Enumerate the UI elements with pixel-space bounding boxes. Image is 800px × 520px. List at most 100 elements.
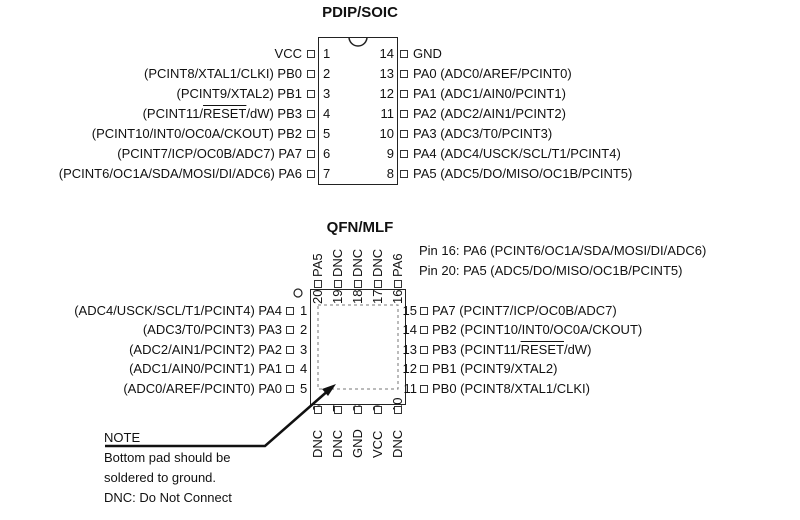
pdip-pin-number: 10 (379, 126, 394, 141)
qfn-left-pin-number: 1 (300, 303, 308, 318)
qfn-bottom-pin-label: DNC (310, 429, 325, 458)
qfn-pin-pad (286, 346, 294, 354)
qfn-pin-pad (420, 346, 428, 354)
pdip-pin-pad (400, 170, 408, 178)
qfn-right-pin-number: 11 (403, 381, 418, 396)
pdip-title: PDIP/SOIC (322, 4, 398, 21)
pdip-pin-number: 1 (323, 46, 331, 61)
qfn-right-pin-label: PB2 (PCINT10/INT0/OC0A/CKOUT) (432, 322, 643, 337)
qfn-top-pin-number: 17 (370, 289, 385, 304)
qfn-left-pin-number: 2 (300, 322, 308, 337)
pdip-pin-label: (PCINT9/XTAL2) PB1 (176, 86, 302, 101)
pdip-pin-pad (307, 90, 315, 98)
pdip-pin-pad (400, 130, 408, 138)
pdip-pin-number: 5 (323, 126, 331, 141)
pdip-pin-pad (307, 70, 315, 78)
qfn-pin-pad (286, 365, 294, 373)
qfn-right-pin-label: PB0 (PCINT8/XTAL1/CLKI) (432, 381, 590, 396)
pdip-pin-label: PA0 (ADC0/AREF/PCINT0) (413, 66, 572, 81)
pdip-pin-pad (400, 150, 408, 158)
qfn-bottom-pin-label: GND (350, 429, 365, 458)
pdip-pin-number: 12 (379, 86, 394, 101)
pdip-pin-number: 13 (379, 66, 394, 81)
qfn-pin16-note: Pin 16: PA6 (PCINT6/OC1A/SDA/MOSI/DI/ADC… (419, 243, 707, 258)
qfn-bottom-pin-label: DNC (390, 429, 405, 458)
qfn-bottom-pin-label: VCC (370, 430, 385, 458)
pdip-pin-label: (PCINT8/XTAL1/CLKI) PB0 (144, 66, 302, 81)
qfn-pin-pad (374, 280, 382, 288)
pdip-pin-label: PA1 (ADC1/AIN0/PCINT1) (413, 86, 566, 101)
label-overlined: RESET (203, 106, 247, 121)
qfn-pin-pad (394, 406, 402, 414)
qfn-left-pin-label: (ADC2/AIN1/PCINT2) PA2 (129, 342, 282, 357)
qfn-right-pin-label: PB3 (PCINT11/RESET/dW) (432, 342, 591, 357)
qfn-top-pin-number: 20 (310, 289, 325, 304)
pdip-pin-number: 6 (323, 146, 331, 161)
qfn-pin-pad (286, 326, 294, 334)
qfn-pin-pad (420, 365, 428, 373)
qfn-left-pin-number: 4 (300, 361, 308, 376)
pdip-pin-pad (400, 70, 408, 78)
qfn-pin-pad (286, 385, 294, 393)
note-line-2: soldered to ground. (104, 470, 217, 485)
pdip-pin-label: (PCINT6/OC1A/SDA/MOSI/DI/ADC6) PA6 (58, 166, 302, 181)
qfn-left-pin-label: (ADC4/USCK/SCL/T1/PCINT4) PA4 (74, 303, 282, 318)
pdip-pin-pad (307, 130, 315, 138)
pdip-pin-label: PA5 (ADC5/DO/MISO/OC1B/PCINT5) (413, 166, 633, 181)
pdip-pin-number: 8 (386, 166, 394, 181)
qfn-pin1-marker (293, 288, 303, 298)
qfn-pin-pad (334, 406, 342, 414)
qfn-pin-pad (314, 280, 322, 288)
pdip-pin-number: 9 (386, 146, 394, 161)
pdip-pin-number: 2 (323, 66, 331, 81)
pdip-pin-label: (PCINT7/ICP/OC0B/ADC7) PA7 (117, 146, 302, 161)
qfn-right-pin-label: PB1 (PCINT9/XTAL2) (432, 361, 558, 376)
note-leader-line (105, 388, 331, 448)
pdip-pin-number: 14 (379, 46, 394, 61)
label-overlined: RESET (520, 342, 564, 357)
qfn-top-pin-label: PA5 (310, 253, 325, 277)
qfn-bottom-pin-label: DNC (330, 429, 345, 458)
qfn-left-pin-number: 3 (300, 342, 308, 357)
pdip-pin-pad (307, 50, 315, 58)
qfn-title: QFN/MLF (326, 219, 394, 236)
qfn-pin-pad (354, 280, 362, 288)
qfn-right-pin-label: PA7 (PCINT7/ICP/OC0B/ADC7) (432, 303, 617, 318)
qfn-exposed-pad-outline (317, 304, 399, 390)
qfn-left-pin-label: (ADC0/AREF/PCINT0) PA0 (123, 381, 282, 396)
qfn-top-pin-label: DNC (350, 248, 365, 277)
qfn-pin-pad (394, 280, 402, 288)
note-heading: NOTE (104, 430, 141, 445)
qfn-right-pin-number: 15 (402, 303, 417, 318)
qfn-pin-pad (420, 385, 428, 393)
pdip-pin-number: 3 (323, 86, 331, 101)
pdip-pin-pad (400, 90, 408, 98)
qfn-right-pin-number: 12 (402, 361, 417, 376)
qfn-top-pin-number: 16 (390, 289, 405, 304)
pdip-pin-number: 11 (380, 106, 395, 121)
pdip-pin-pad (400, 50, 408, 58)
qfn-top-pin-number: 18 (350, 289, 365, 304)
pdip-pin-pad (307, 150, 315, 158)
qfn-left-pin-label: (ADC3/T0/PCINT3) PA3 (142, 322, 282, 337)
qfn-left-pin-label: (ADC1/AIN0/PCINT1) PA1 (129, 361, 282, 376)
pdip-pin-number: 7 (323, 166, 331, 181)
qfn-top-pin-label: PA6 (390, 253, 405, 277)
pdip-pin-label: PA4 (ADC4/USCK/SCL/T1/PCINT4) (413, 146, 621, 161)
pdip-pin-pad (307, 170, 315, 178)
pdip-pin-label: VCC (274, 46, 302, 61)
qfn-pin-pad (314, 406, 322, 414)
pdip-pin-label: PA2 (ADC2/AIN1/PCINT2) (413, 106, 566, 121)
qfn-top-pin-label: DNC (370, 248, 385, 277)
qfn-pin-pad (420, 307, 428, 315)
pdip-pin-label: GND (413, 46, 442, 61)
qfn-top-pin-label: DNC (330, 248, 345, 277)
label-prefix: (PCINT11/ (142, 106, 204, 121)
note-line-3: DNC: Do Not Connect (104, 490, 232, 505)
qfn-top-pin-number: 19 (330, 289, 345, 304)
pdip-pin-pad (307, 110, 315, 118)
pdip-pin-label: (PCINT10/INT0/OC0A/CKOUT) PB2 (91, 126, 302, 141)
qfn-pin-pad (374, 406, 382, 414)
qfn-pin-pad (334, 280, 342, 288)
qfn-pin20-note: Pin 20: PA5 (ADC5/DO/MISO/OC1B/PCINT5) (419, 263, 683, 278)
